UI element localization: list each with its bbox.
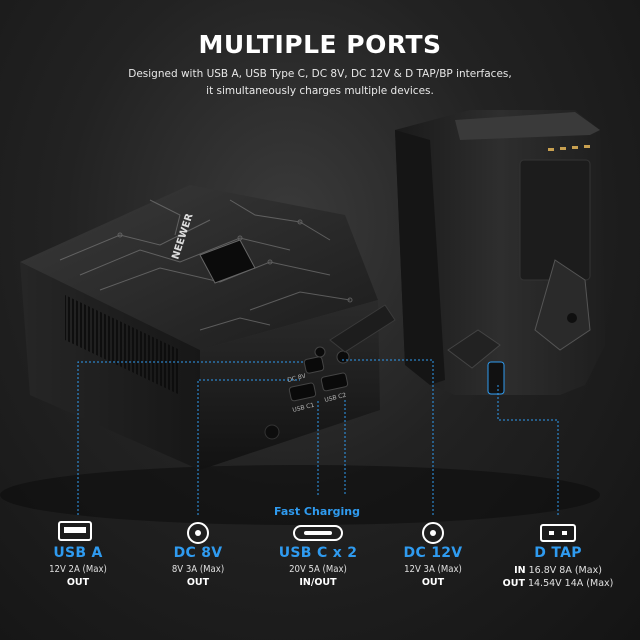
port-name: USB C x 2	[278, 545, 358, 561]
dc-barrel-icon	[187, 522, 209, 544]
contact-pins	[548, 145, 590, 151]
d-tap-icon	[540, 524, 576, 542]
port-usb-c: USB C x 2 20V 5A (Max) IN/OUT	[258, 545, 378, 588]
port-spec: 8V 3A (Max)	[171, 564, 225, 575]
port-name: D TAP	[534, 545, 582, 561]
port-spec: 12V 2A (Max)	[49, 564, 107, 575]
d-tap-out: OUT 14.54V 14A (Max)	[493, 577, 623, 590]
port-name: DC 12V	[403, 545, 463, 561]
port-d-tap: D TAP IN 16.8V 8A (Max) OUT 14.54V 14A (…	[493, 545, 623, 590]
usb-a-icon	[58, 521, 92, 541]
d-tap-out-label: OUT	[502, 578, 525, 589]
fast-charging-label: Fast Charging	[273, 505, 361, 518]
port-direction: OUT	[66, 577, 90, 588]
port-dc-8v: DC 8V 8V 3A (Max) OUT	[138, 545, 258, 588]
connector-lines	[77, 359, 559, 515]
subtitle-line-2: it simultaneously charges multiple devic…	[206, 85, 434, 97]
port-direction: IN/OUT	[299, 577, 337, 588]
port-dc-12v: DC 12V 12V 3A (Max) OUT	[373, 545, 493, 588]
subtitle-line-1: Designed with USB A, USB Type C, DC 8V, …	[128, 68, 512, 80]
floor-shadow	[0, 465, 600, 525]
left-battery: NEEWER DC 8V USB C1 USB C2	[20, 185, 396, 470]
port-name: DC 8V	[173, 545, 223, 561]
port-spec: 20V 5A (Max)	[289, 564, 347, 575]
port-spec: 12V 3A (Max)	[404, 564, 462, 575]
right-battery	[395, 110, 605, 395]
dc-barrel-icon	[422, 522, 444, 544]
port-name: USB A	[53, 545, 103, 561]
d-tap-in-spec: 16.8V 8A (Max)	[528, 565, 602, 576]
port-direction: OUT	[186, 577, 210, 588]
page-title: MULTIPLE PORTS	[198, 30, 442, 59]
port-label-dc8v: DC 8V	[287, 372, 308, 384]
d-tap-in: IN 16.8V 8A (Max)	[493, 564, 623, 577]
port-usb-a: USB A 12V 2A (Max) OUT	[18, 545, 138, 588]
usb-c-icon	[293, 525, 343, 541]
d-tap-out-spec: 14.54V 14A (Max)	[527, 578, 614, 589]
d-tap-in-label: IN	[514, 565, 526, 576]
port-direction: OUT	[421, 577, 445, 588]
circuit-pattern	[59, 199, 353, 331]
